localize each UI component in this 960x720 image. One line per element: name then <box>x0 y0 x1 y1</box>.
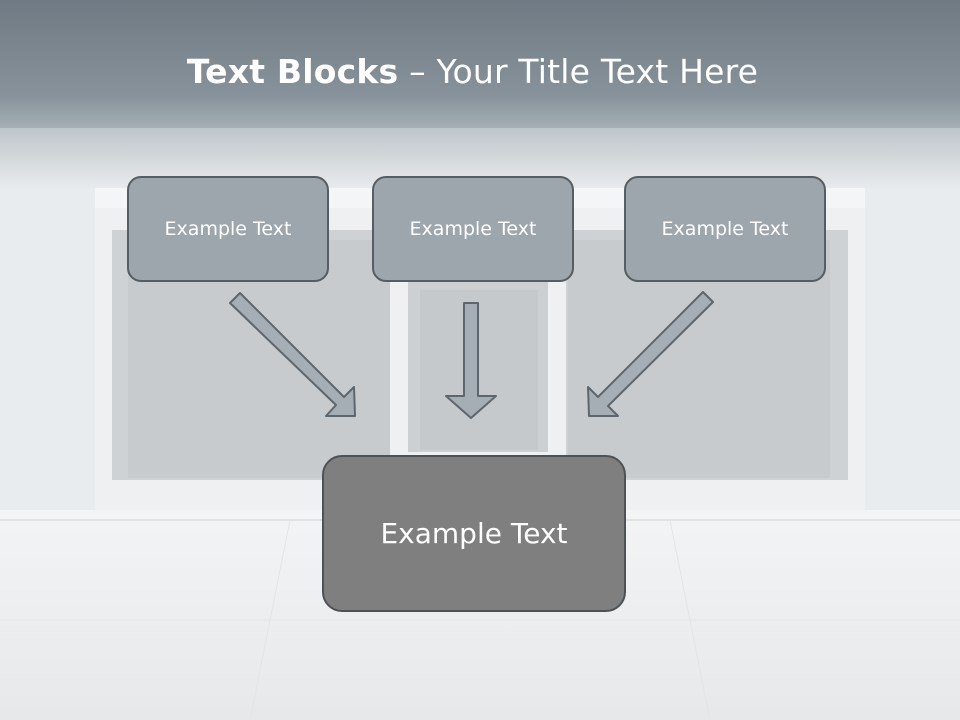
title-rest-part: Your Title Text Here <box>436 52 759 91</box>
text-block-right-label: Example Text <box>661 218 789 240</box>
arrow-down-icon <box>445 302 497 419</box>
text-block-right[interactable]: Example Text <box>624 176 826 282</box>
text-block-main-label: Example Text <box>380 517 568 550</box>
title-bold-part: Text Blocks <box>186 52 399 91</box>
title-dash: – <box>398 52 437 91</box>
text-block-middle[interactable]: Example Text <box>372 176 574 282</box>
text-block-left[interactable]: Example Text <box>127 176 329 282</box>
text-block-main[interactable]: Example Text <box>322 455 626 612</box>
text-block-middle-label: Example Text <box>409 218 537 240</box>
slide-title: Text Blocks – Your Title Text Here <box>0 52 945 91</box>
arrow-down-right-icon <box>229 292 356 417</box>
arrow-down-left-icon <box>587 291 714 417</box>
text-block-left-label: Example Text <box>164 218 292 240</box>
